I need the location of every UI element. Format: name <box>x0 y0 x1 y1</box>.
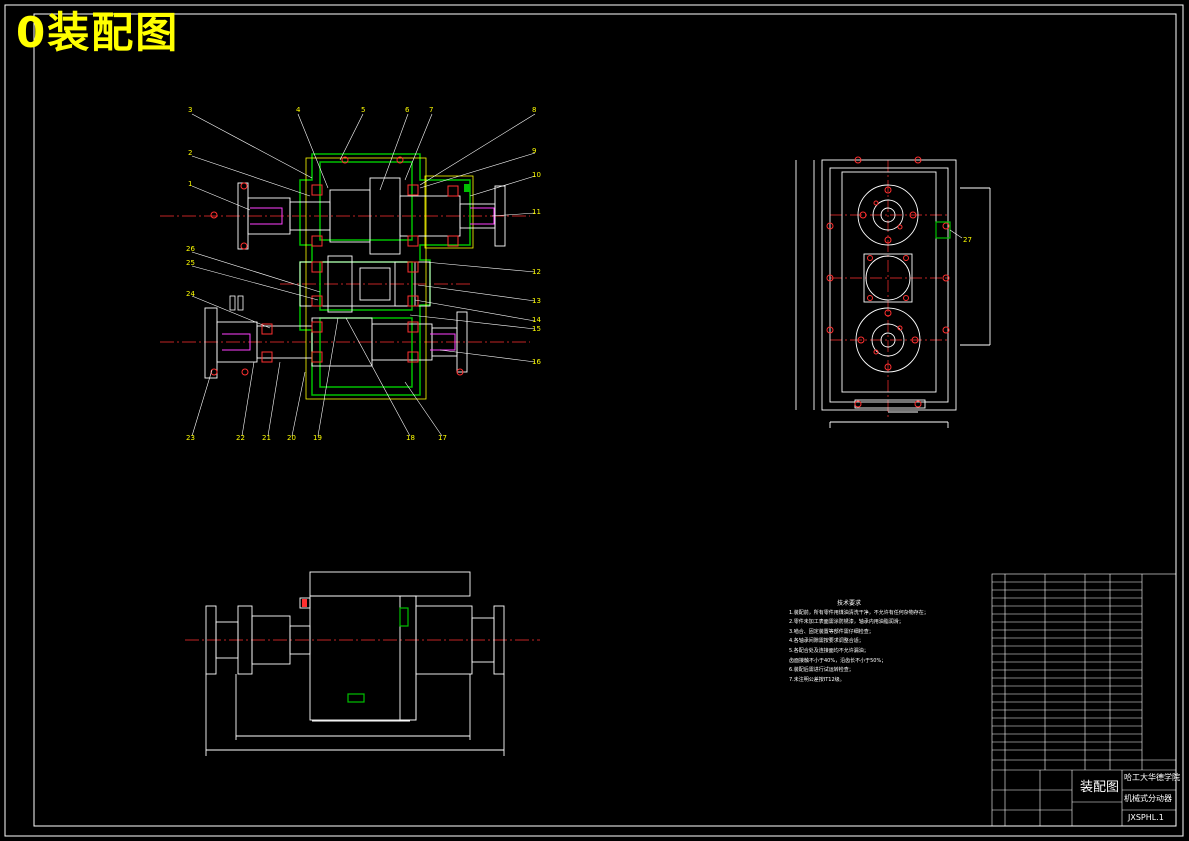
part-label: 2 <box>188 149 192 157</box>
side-view: 27 <box>795 156 991 428</box>
part-label: 23 <box>186 434 195 442</box>
tech-req-line: 5.各配合处及连接面均不允许漏油； <box>789 647 869 654</box>
part-label: 24 <box>186 290 195 298</box>
part-label: 14 <box>532 316 541 324</box>
tech-req-line: 6.装配后需进行试运转检查； <box>789 667 854 674</box>
part-label: 27 <box>963 236 972 244</box>
tech-req-line: 7.未注明公差按IT12级。 <box>789 676 845 683</box>
part-label: 6 <box>405 106 410 114</box>
part-label: 11 <box>532 208 541 216</box>
part-label: 19 <box>313 434 322 442</box>
title-block-product: 机械式分动器 <box>1124 794 1172 803</box>
main-section-view: 3 4 5 6 7 8 2 1 26 25 24 9 10 11 12 13 1… <box>160 106 541 442</box>
part-label: 13 <box>532 297 541 305</box>
part-label: 18 <box>406 434 415 442</box>
part-label: 9 <box>532 147 536 155</box>
part-label: 4 <box>296 106 301 114</box>
part-label: 15 <box>532 325 541 333</box>
part-label: 12 <box>532 268 541 276</box>
part-label: 1 <box>188 180 192 188</box>
title-block-drawing-name: 装配图 <box>1080 780 1120 795</box>
part-label: 25 <box>186 259 195 267</box>
title-block-school: 哈工大华德学院 <box>1124 773 1180 782</box>
part-label: 17 <box>438 434 447 442</box>
part-label: 5 <box>361 106 365 114</box>
sheet-title: 0装配图 <box>16 8 180 57</box>
tech-req-line: 4.各轴承间隙需按要求调整合适； <box>789 638 864 645</box>
tech-req-line: 2.零件未加工表面需涂防锈漆，轴承内用油脂润滑； <box>789 619 904 626</box>
inner-frame <box>33 13 1177 827</box>
tech-req-line: 1.装配前，所有零件用煤油清洗干净，不允许有任何杂物存在； <box>789 609 929 616</box>
part-label: 7 <box>429 106 433 114</box>
part-label: 26 <box>186 245 195 253</box>
part-label: 20 <box>287 434 296 442</box>
technical-requirements: 技术要求 1.装配前，所有零件用煤油清洗干净，不允许有任何杂物存在； 2.零件未… <box>789 599 939 685</box>
title-block-drawing-number: JXSPHL.1 <box>1128 813 1164 822</box>
part-label: 3 <box>188 106 192 114</box>
part-label: 10 <box>532 171 541 179</box>
tech-req-heading: 技术要求 <box>836 600 861 607</box>
title-block-grid <box>991 573 1177 827</box>
part-label: 22 <box>236 434 245 442</box>
part-label: 21 <box>262 434 271 442</box>
top-view <box>185 571 540 756</box>
part-label: 16 <box>532 358 541 366</box>
part-label: 8 <box>532 106 536 114</box>
outer-frame <box>4 4 1184 837</box>
tech-req-line: 3.啮合、固定装置等部件需仔细检查； <box>789 628 874 635</box>
tech-req-line: 齿面接触不小于40%，沿齿长不小于50%； <box>789 657 887 664</box>
